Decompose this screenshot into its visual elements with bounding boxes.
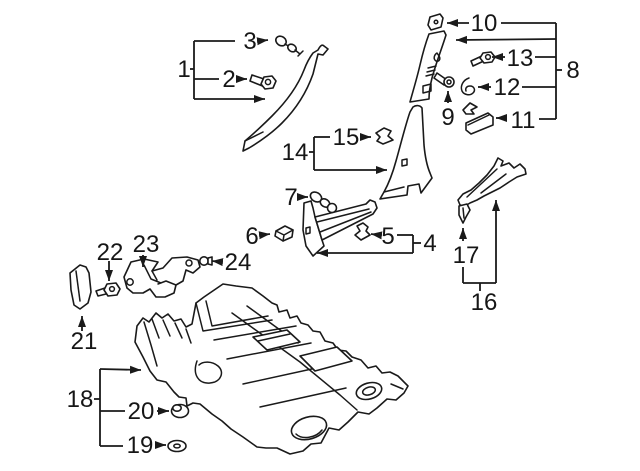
grommet-24-drawing xyxy=(199,255,213,266)
windshield-pillar-trim-drawing xyxy=(242,44,329,152)
callout-21[interactable]: 21 xyxy=(71,328,98,355)
quarter-trim-drawing xyxy=(457,157,527,207)
clip-12-drawing xyxy=(460,77,476,96)
clip-15-drawing xyxy=(375,127,394,145)
retainer-11-drawing xyxy=(462,102,494,135)
bolt-2-drawing xyxy=(249,74,277,90)
cowl-side-trim-21-drawing xyxy=(69,264,92,310)
callout-9[interactable]: 9 xyxy=(441,104,454,131)
bolt-13-drawing xyxy=(470,51,496,67)
leader-lines-18-19-20 xyxy=(94,365,169,449)
callout-1[interactable]: 1 xyxy=(177,56,190,83)
bolt-22-drawing xyxy=(95,282,121,297)
callout-16[interactable]: 16 xyxy=(471,289,498,316)
callout-19[interactable]: 19 xyxy=(127,432,154,459)
callout-5[interactable]: 5 xyxy=(381,223,394,250)
lower-pillar-trim-drawing xyxy=(379,104,433,200)
push-pin-7-drawing xyxy=(309,191,338,214)
leader-lines-4-5-6-7 xyxy=(258,193,421,257)
clip-20-drawing xyxy=(170,403,190,419)
floor-carpet-drawing xyxy=(134,283,409,455)
leader-lines-14-15 xyxy=(309,133,387,174)
callout-17[interactable]: 17 xyxy=(453,242,480,269)
leader-lines-8-group xyxy=(444,19,562,122)
callout-13[interactable]: 13 xyxy=(507,45,534,72)
leader-lines-21-24 xyxy=(78,255,224,331)
retainer-pin-3-drawing xyxy=(275,35,304,57)
clip-10-drawing xyxy=(427,13,444,31)
callout-11[interactable]: 11 xyxy=(511,107,536,134)
callout-22[interactable]: 22 xyxy=(97,239,124,266)
callout-15[interactable]: 15 xyxy=(333,124,360,151)
callout-8[interactable]: 8 xyxy=(566,57,579,84)
callout-12[interactable]: 12 xyxy=(494,74,521,101)
callout-4[interactable]: 4 xyxy=(423,230,436,257)
callout-6[interactable]: 6 xyxy=(245,223,258,250)
leader-lines-16-17 xyxy=(459,200,500,291)
screw-9-drawing xyxy=(433,72,455,88)
callout-3[interactable]: 3 xyxy=(243,28,256,55)
callout-18[interactable]: 18 xyxy=(67,386,94,413)
callout-24[interactable]: 24 xyxy=(225,249,252,276)
callout-10[interactable]: 10 xyxy=(471,10,498,37)
clip-17-drawing xyxy=(458,203,471,224)
clip-5-drawing xyxy=(354,222,371,241)
footrest-bracket-23-drawing xyxy=(123,256,201,298)
grommet-19-drawing xyxy=(167,439,187,453)
leader-lines-1-2-3 xyxy=(190,37,269,103)
callout-2[interactable]: 2 xyxy=(222,66,235,93)
upper-pillar-trim-drawing xyxy=(409,30,447,103)
callout-14[interactable]: 14 xyxy=(282,139,309,166)
sill-scuff-plate-drawing xyxy=(302,199,378,257)
callout-20[interactable]: 20 xyxy=(128,398,155,425)
callout-23[interactable]: 23 xyxy=(133,231,160,258)
clip-6-drawing xyxy=(274,225,294,242)
callout-7[interactable]: 7 xyxy=(284,184,297,211)
